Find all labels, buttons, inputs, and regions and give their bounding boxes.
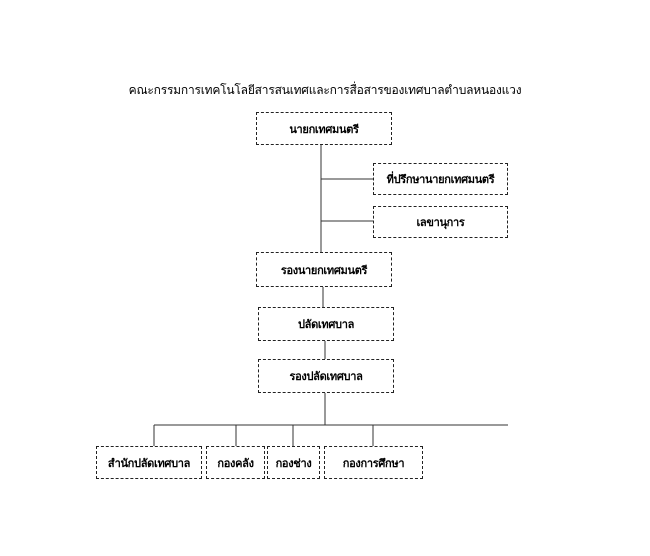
node-secretary: เลขานุการ [373,206,508,238]
node-education: กองการศึกษา [324,446,423,479]
node-deputy-mayor: รองนายกเทศมนตรี [256,252,392,287]
node-mayor: นายกเทศมนตรี [256,112,392,145]
node-advisor: ที่ปรึกษานายกเทศมนตรี [373,163,508,195]
node-engineering: กองช่าง [267,446,320,479]
node-finance: กองคลัง [206,446,265,479]
node-office-clerk: สำนักปลัดเทศบาล [96,446,202,479]
node-clerk: ปลัดเทศบาล [258,307,394,341]
node-deputy-clerk: รองปลัดเทศบาล [258,359,394,393]
page-title: คณะกรรมการเทคโนโลยีสารสนเทศและการสื่อสาร… [128,83,522,97]
